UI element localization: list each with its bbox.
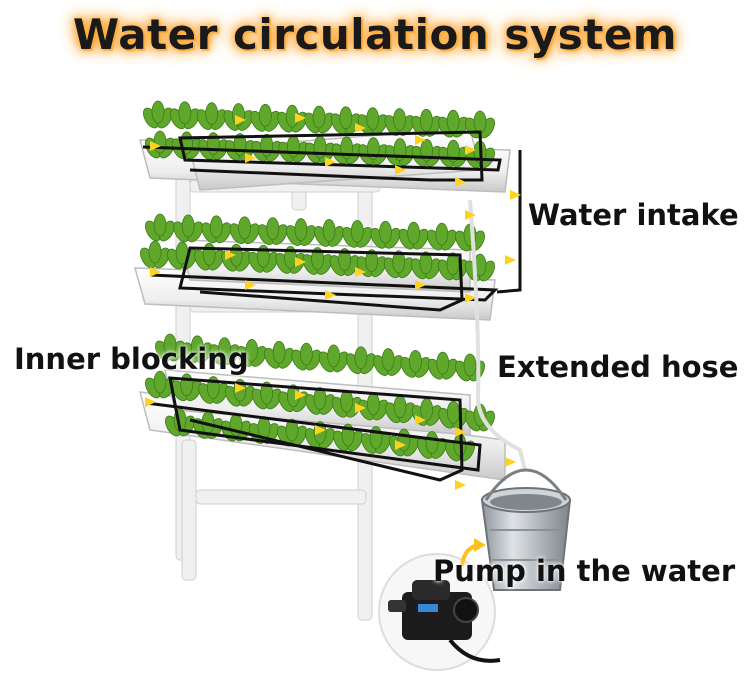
plant-icon [305,387,335,415]
plant-icon [209,337,240,366]
arrow-icon [245,153,256,163]
arrow-icon [295,390,306,400]
plant-icon [427,351,458,380]
arrow-icon [505,255,516,265]
plant-icon [400,349,431,378]
flow-lines [142,130,527,482]
plant-icon [411,138,442,167]
arrow-icon [245,280,256,290]
arrow-icon [455,427,466,437]
plant-icon [356,249,387,278]
plant-icon [155,333,185,362]
plant-icon [383,250,414,279]
plant-icon [333,423,363,452]
arrow-icon [465,145,476,155]
label-pump-in-water: Pump in the water [433,554,736,588]
arrow-icon [150,141,161,151]
arrow-icon [460,538,486,567]
plant-icon [411,398,442,426]
plant-icon [251,381,282,410]
plant-icon [250,103,281,132]
arrow-icon [395,440,406,450]
plant-icon [196,102,227,131]
arrow-icon [295,257,306,267]
arrow-icon [235,115,246,125]
arrow-icon [510,190,521,200]
plant-icon [331,389,362,418]
plant-icon [291,342,322,371]
arrow-icon [415,280,426,290]
plant-icon [201,215,232,244]
arrow-icon [355,123,366,133]
plant-icon [314,219,345,247]
arrow-icon [325,290,336,300]
pump-icon [378,553,501,671]
page-title: Water circulation system [72,10,678,59]
plant-icon [411,108,442,137]
arrow-icon [315,425,326,435]
plant-icon [236,339,267,367]
plant-icon [173,214,204,243]
plant-icon [277,418,307,447]
plant-icon [145,213,175,242]
arrow-icon [150,267,161,277]
label-extended-hose: Extended hose [497,350,739,384]
arrow-icon [395,165,406,175]
arrow-icon [145,397,156,407]
plant-icon [438,400,469,429]
arrow-icon [235,383,246,393]
plant-icon [304,105,334,134]
plant-icon [455,353,485,382]
label-water-intake: Water intake [528,198,739,232]
arrow-icon [455,480,466,490]
plant-icon [373,348,404,376]
arrow-icon [295,113,306,123]
plant-icon [264,340,295,369]
arrow-icon [455,177,466,187]
plant-icon [182,335,213,364]
arrow-icon [465,293,476,303]
arrow-icon [225,250,236,260]
plant-icon [398,221,429,250]
plant-icon [257,217,288,246]
arrow-icon [465,210,476,220]
plant-icon [345,346,376,375]
label-inner-blocking: Inner blocking [14,342,249,376]
plant-icon [370,220,401,249]
plant-icon [385,395,415,424]
plant-icon [285,218,316,246]
bucket-icon [480,468,572,591]
plant-icon [169,101,200,130]
arrow-icon [355,267,366,277]
plant-icon [302,247,333,275]
plant-icon [410,251,441,280]
arrow-icon [325,157,336,167]
plant-icon [318,344,349,373]
plant-icon [417,431,447,459]
plant-icon [143,100,173,129]
plant-icon [342,219,373,248]
plant-icon [194,242,225,271]
plant-icon [438,139,469,168]
plant-icon [426,222,457,251]
arrow-icon [355,403,366,413]
flow-arrows [145,113,521,490]
arrow-icon [415,135,426,145]
plant-icon [229,216,260,245]
plant-icon [140,240,170,269]
arrow-icon [415,415,426,425]
arrow-icon [505,457,516,467]
